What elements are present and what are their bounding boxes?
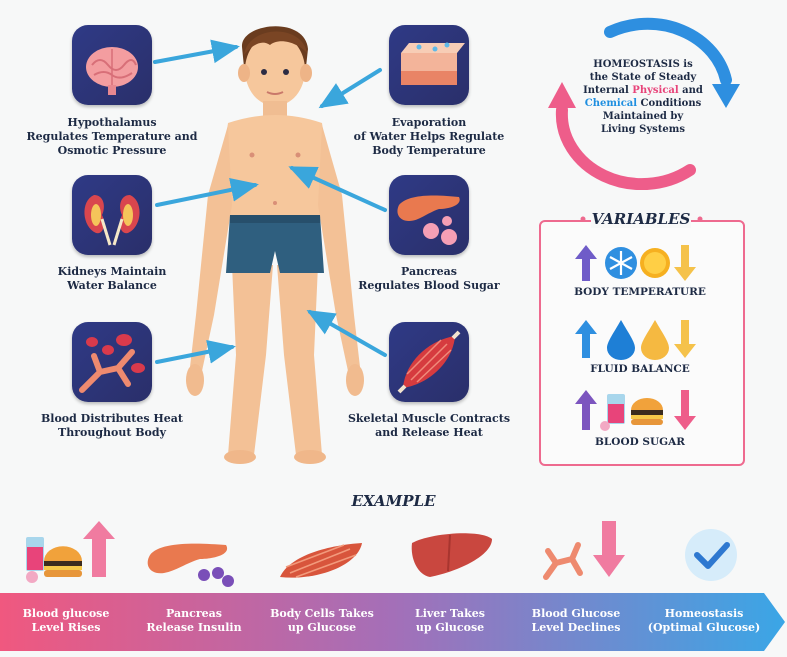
juice-icon bbox=[600, 394, 625, 431]
arrow-up-icon bbox=[575, 390, 597, 430]
step-line: Blood glucose bbox=[22, 607, 110, 620]
definition-line: Internal Physical and bbox=[578, 84, 708, 97]
label-muscle: Skeletal Muscle Contracts and Release He… bbox=[340, 412, 518, 440]
chemical-highlight: Chemical bbox=[584, 98, 638, 109]
body-temperature-icons bbox=[575, 245, 696, 281]
arrow-blood bbox=[155, 339, 236, 364]
definition-text: Internal bbox=[583, 85, 633, 96]
label-line: Regulates Blood Sugar bbox=[358, 279, 500, 292]
definition-text: and bbox=[678, 85, 703, 96]
definition-line: Living Systems bbox=[600, 124, 686, 135]
label-line: Kidneys Maintain bbox=[57, 265, 167, 278]
step-line: Pancreas bbox=[166, 607, 222, 620]
label-skin: Evaporation of Water Helps Regulate Body… bbox=[340, 116, 518, 158]
water-drop-icon bbox=[641, 320, 669, 360]
liver-icon bbox=[411, 533, 492, 577]
definition-line: HOMEOSTASIS is bbox=[593, 59, 693, 70]
arrow-muscle bbox=[306, 310, 387, 357]
label-line: Osmotic Pressure bbox=[57, 144, 167, 157]
step-line: up Glucose bbox=[415, 621, 485, 634]
fluid-balance-icons bbox=[575, 320, 696, 360]
label-line: Blood Distributes Heat bbox=[40, 412, 184, 425]
definition-text: Conditions bbox=[637, 98, 702, 109]
label-line: Regulates Temperature and bbox=[26, 130, 198, 143]
step-line: Liver Takes bbox=[414, 607, 485, 620]
label-line: Evaporation bbox=[391, 116, 467, 129]
label-line: Water Balance bbox=[67, 279, 157, 292]
arrow-up-icon bbox=[575, 320, 597, 358]
panel-dots bbox=[580, 216, 703, 222]
arrow-down-icon bbox=[674, 320, 696, 358]
step-line: (Optimal Glucose) bbox=[647, 621, 761, 634]
definition-line: the State of Steady bbox=[589, 72, 697, 83]
arrow-kidneys bbox=[155, 178, 259, 207]
blood-vessel-icon bbox=[72, 322, 152, 402]
step-label: Liver Takes up Glucose bbox=[386, 607, 514, 635]
kidneys-icon bbox=[72, 175, 152, 255]
blood-sugar-icons bbox=[575, 390, 696, 431]
variables-title: VARIABLES bbox=[591, 210, 691, 228]
label-line: Body Temperature bbox=[372, 144, 486, 157]
step-line: Level Declines bbox=[531, 621, 621, 634]
variable-label-fluid-balance: FLUID BALANCE bbox=[590, 363, 690, 375]
step-line: Body Cells Takes bbox=[270, 607, 374, 620]
cycle-arrows-icon bbox=[548, 17, 740, 190]
step-label: Homeostasis (Optimal Glucose) bbox=[640, 607, 768, 635]
step-label: Blood glucose Level Rises bbox=[2, 607, 130, 635]
arrow-down-icon bbox=[674, 245, 696, 281]
label-line: Hypothalamus bbox=[67, 116, 157, 129]
definition-line: Chemical Conditions bbox=[578, 97, 708, 110]
step-line: Release Insulin bbox=[146, 621, 242, 634]
variable-label-body-temperature: BODY TEMPERATURE bbox=[574, 286, 706, 298]
snowflake-icon bbox=[605, 247, 637, 279]
brain-icon bbox=[72, 25, 152, 105]
step-line: Homeostasis bbox=[664, 607, 744, 620]
example-icons bbox=[26, 521, 737, 587]
arrow-hypothalamus bbox=[153, 39, 240, 64]
arrow-down-icon bbox=[674, 390, 696, 430]
pointer-arrows bbox=[153, 39, 387, 364]
burger-icon bbox=[631, 398, 663, 425]
variable-label-blood-sugar: BLOOD SUGAR bbox=[595, 436, 685, 448]
step-label: Body Cells Takes up Glucose bbox=[258, 607, 386, 635]
homeostasis-definition: HOMEOSTASIS is the State of Steady Inter… bbox=[578, 58, 708, 136]
muscle-icon bbox=[280, 543, 362, 578]
label-line: Throughout Body bbox=[58, 426, 166, 439]
muscle-icon bbox=[389, 322, 469, 402]
check-icon bbox=[685, 529, 737, 581]
arrow-skin bbox=[318, 68, 382, 109]
definition-line: Maintained by bbox=[602, 111, 684, 122]
skin-icon bbox=[389, 25, 469, 105]
sun-icon bbox=[640, 248, 670, 278]
label-kidneys: Kidneys Maintain Water Balance bbox=[22, 265, 202, 293]
arrow-down-icon bbox=[593, 521, 625, 577]
arrow-pancreas bbox=[288, 166, 387, 212]
blood-vessel-icon bbox=[543, 542, 583, 580]
step-line: Blood Glucose bbox=[531, 607, 621, 620]
label-line: Skeletal Muscle Contracts bbox=[347, 412, 511, 425]
process-banner bbox=[0, 593, 785, 651]
step-label: Pancreas Release Insulin bbox=[130, 607, 258, 635]
example-title: EXAMPLE bbox=[351, 492, 436, 510]
water-drop-icon bbox=[607, 320, 635, 360]
juice-burger-icon bbox=[26, 537, 82, 583]
step-line: up Glucose bbox=[287, 621, 357, 634]
pancreas-icon bbox=[147, 543, 234, 587]
label-blood: Blood Distributes Heat Throughout Body bbox=[22, 412, 202, 440]
label-line: and Release Heat bbox=[375, 426, 483, 439]
label-line: Pancreas bbox=[401, 265, 457, 278]
physical-highlight: Physical bbox=[632, 85, 679, 96]
arrow-up-icon bbox=[83, 521, 115, 577]
arrow-up-icon bbox=[575, 245, 597, 281]
step-label: Blood Glucose Level Declines bbox=[512, 607, 640, 635]
label-hypothalamus: Hypothalamus Regulates Temperature and O… bbox=[22, 116, 202, 158]
pancreas-icon bbox=[389, 175, 469, 255]
label-line: of Water Helps Regulate bbox=[353, 130, 505, 143]
step-line: Level Rises bbox=[31, 621, 101, 634]
label-pancreas: Pancreas Regulates Blood Sugar bbox=[340, 265, 518, 293]
